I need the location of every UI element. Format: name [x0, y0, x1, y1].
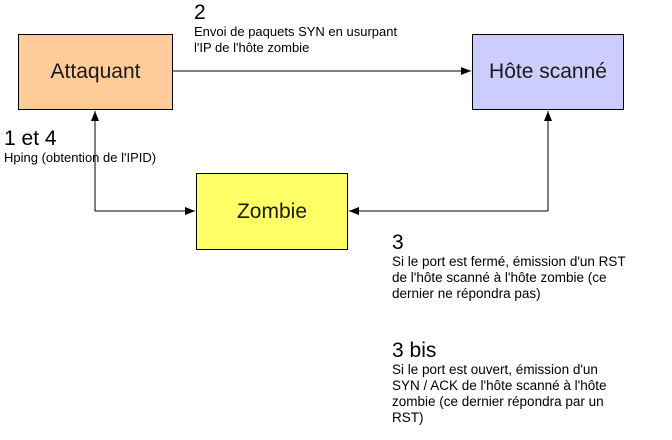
step-number: 2	[194, 1, 206, 24]
step-line: Envoi de paquets SYN en usurpant	[194, 24, 398, 39]
step-number: 1 et 4	[4, 127, 57, 150]
step-line: Si le port est fermé, émission d'un RST	[392, 254, 626, 269]
node-zombie-label: Zombie	[236, 199, 308, 223]
node-zombie: Zombie	[196, 173, 348, 250]
step-2-annotation: 2 Envoi de paquets SYN en usurpant l'IP …	[194, 2, 397, 56]
step-line: zombie (ce dernier répondra par un	[392, 394, 604, 409]
step-1-4-annotation: 1 et 4 Hping (obtention de l'IPID)	[4, 128, 156, 166]
node-attaquant: Attaquant	[18, 34, 173, 110]
node-attaquant-label: Attaquant	[50, 60, 141, 83]
step-line: l'IP de l'hôte zombie	[194, 40, 310, 55]
step-number: 3 bis	[392, 339, 437, 362]
step-3bis-annotation: 3 bis Si le port est ouvert, émission d'…	[392, 340, 607, 426]
step-line: de l'hôte scanné à l'hôte zombie (ce	[392, 270, 607, 285]
step-number: 3	[392, 231, 404, 254]
step-3-annotation: 3 Si le port est fermé, émission d'un RS…	[392, 232, 626, 302]
step-line: Hping (obtention de l'IPID)	[4, 150, 157, 165]
step-line: Si le port est ouvert, émission d'un	[392, 362, 598, 377]
node-hote-scanne-label: Hôte scanné	[489, 60, 607, 83]
step-line: SYN / ACK de l'hôte scanné à l'hôte	[392, 378, 607, 393]
step-line: dernier ne répondra pas)	[392, 286, 541, 301]
step-line: RST)	[392, 410, 424, 425]
node-hote-scanne: Hôte scanné	[472, 34, 624, 110]
